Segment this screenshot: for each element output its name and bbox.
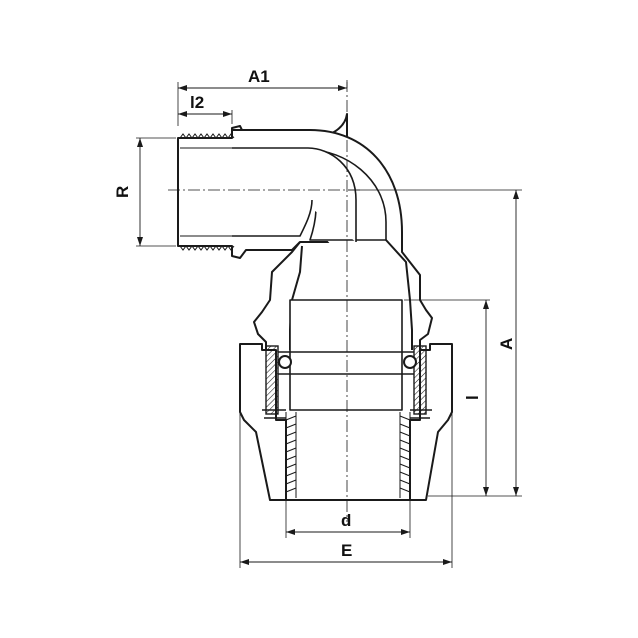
label-a1: A1 [248,67,270,86]
dimension-d: d [285,500,411,538]
dimension-l: l [404,299,490,496]
dimension-l2: l2 [178,93,233,124]
dimension-a1: A1 [177,67,348,126]
coupling-housing [239,299,453,501]
dimension-r: R [113,137,176,247]
elbow-body [231,128,433,350]
label-r: R [113,186,132,198]
label-l2: l2 [190,93,204,112]
dimension-e: E [239,412,453,568]
label-d: d [341,511,351,530]
label-a: A [497,338,516,350]
grip-ring [285,412,411,498]
label-l: l [463,395,482,400]
label-e: E [341,541,352,560]
dimension-a: A [348,189,522,497]
